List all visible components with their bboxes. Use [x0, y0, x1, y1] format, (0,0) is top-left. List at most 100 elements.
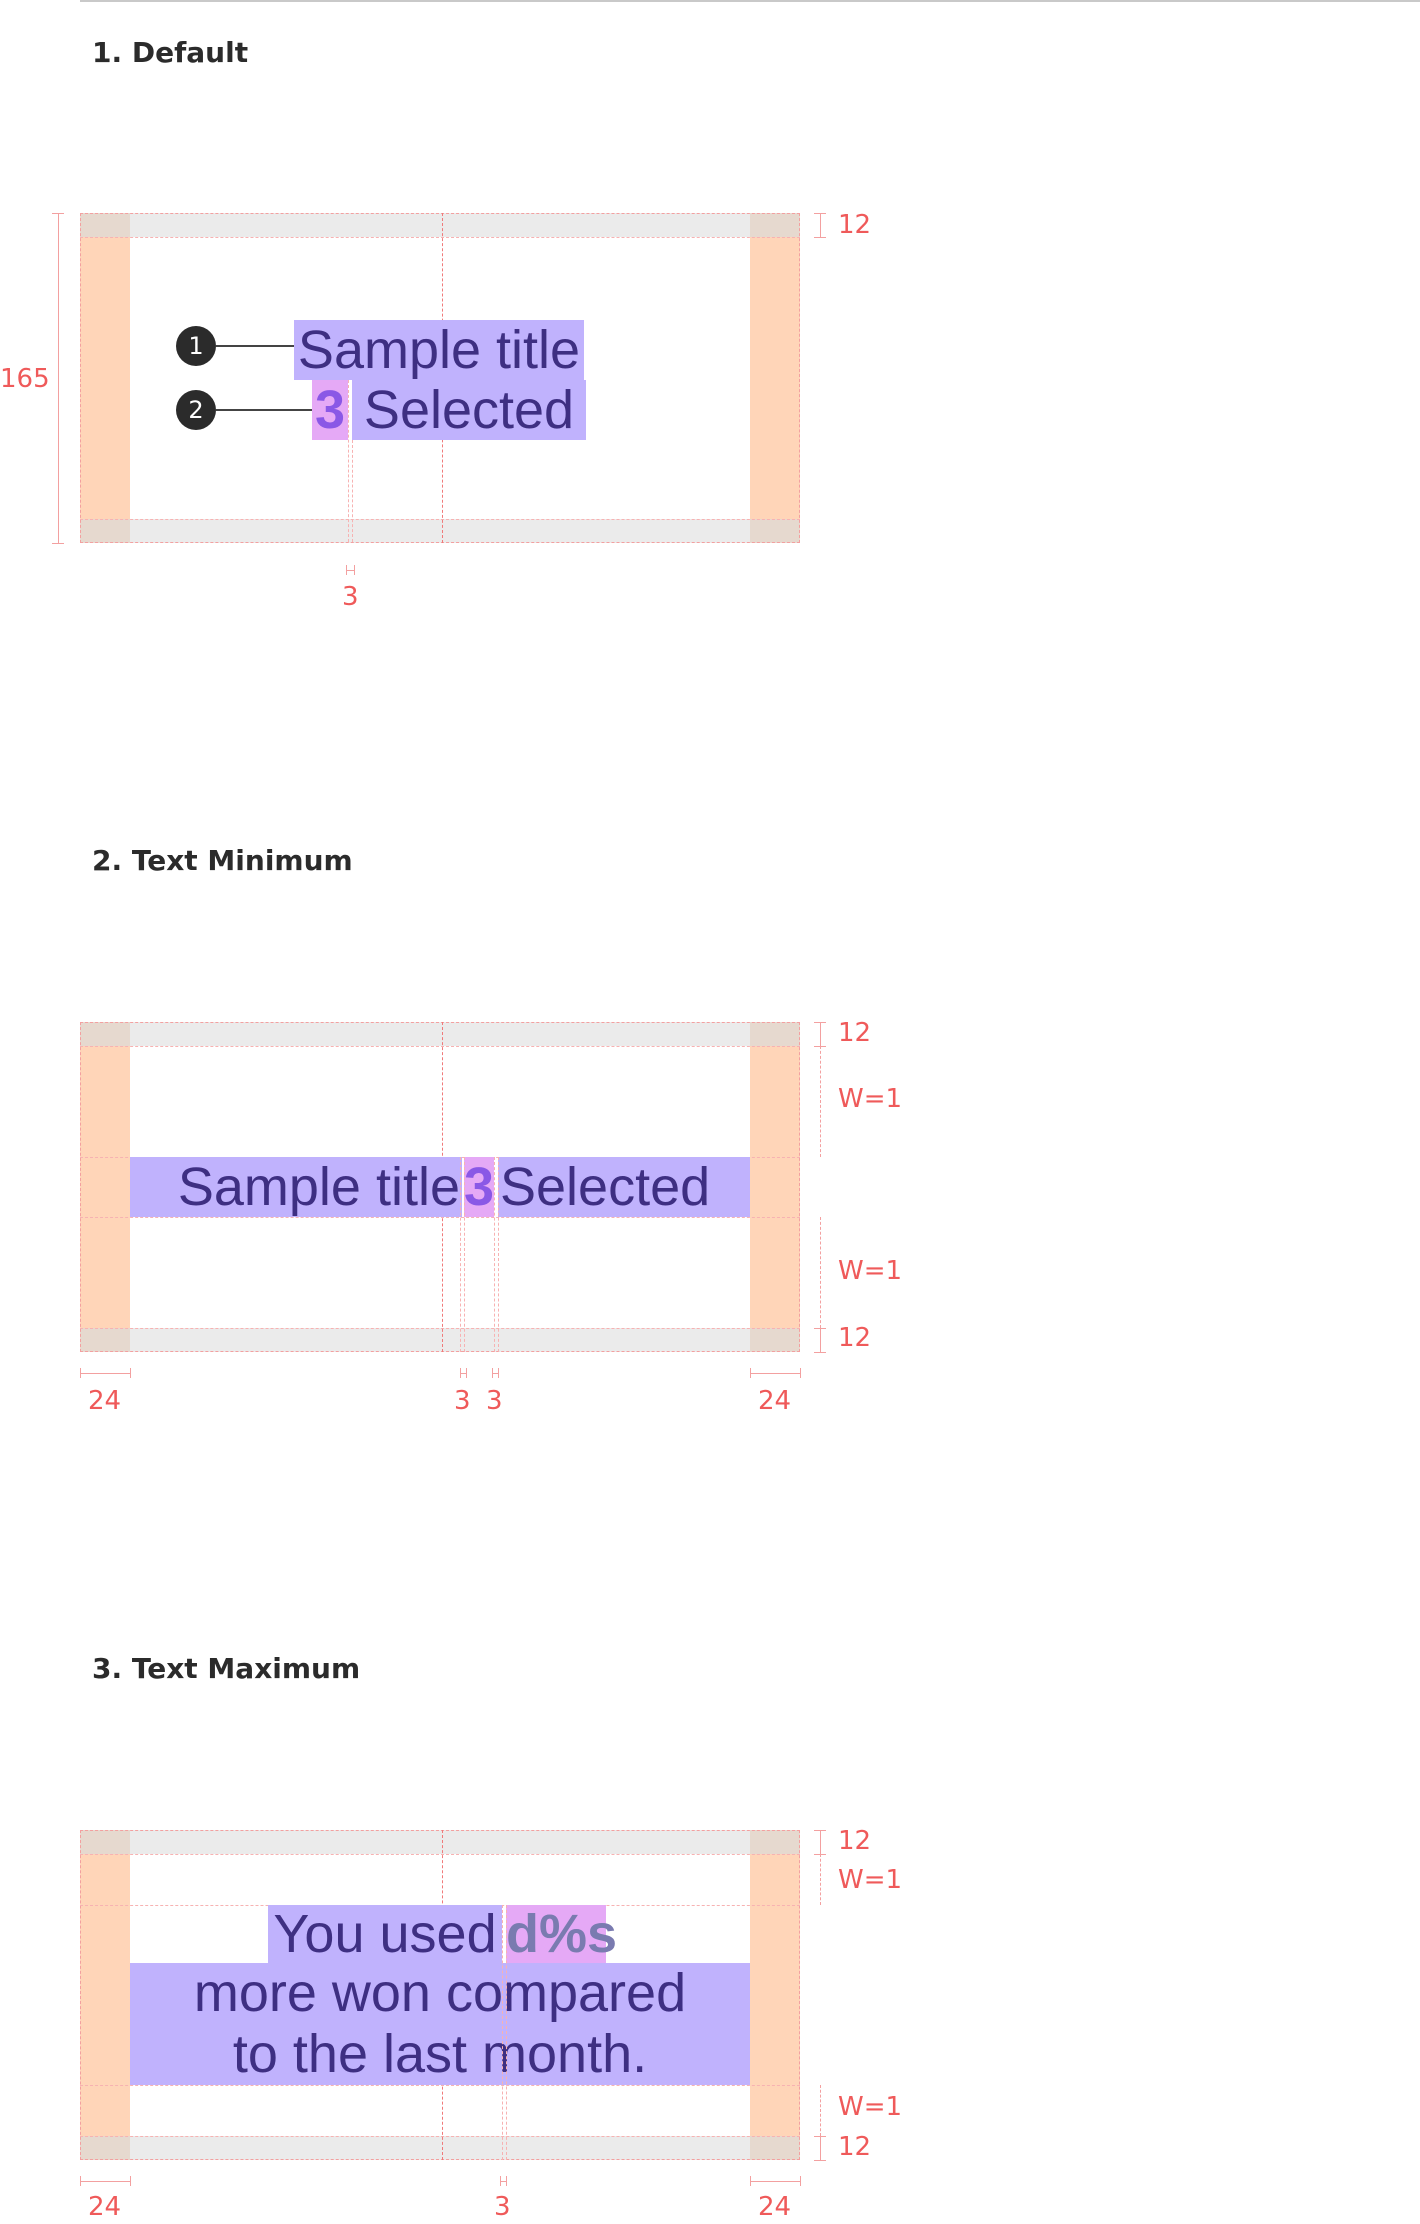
dimension-tick [346, 565, 347, 575]
dimension-tick [130, 1368, 131, 1378]
left-padding-measure: 24 [88, 1386, 122, 1416]
gap-guide [460, 1157, 461, 1352]
right-padding [750, 213, 800, 543]
section-heading-text-maximum: 3. Text Maximum [92, 1652, 361, 1685]
dimension-line [80, 1373, 130, 1374]
gap-guide [498, 1157, 499, 1352]
callout-badge-1: 1 [176, 326, 216, 366]
dimension-line [820, 1217, 821, 1328]
bottom-padding [80, 519, 800, 543]
height-measure: 165 [0, 364, 50, 394]
dimension-line [750, 2181, 800, 2182]
callout-leader [216, 345, 294, 347]
bottom-padding [80, 2136, 800, 2160]
left-padding-measure: 24 [88, 2192, 122, 2222]
callout-badge-2: 2 [176, 390, 216, 430]
text-line-1: You used [268, 1905, 502, 1963]
dimension-tick [814, 2160, 826, 2161]
gap-measure: 3 [342, 582, 359, 612]
guide-line [80, 237, 800, 238]
section-heading-default: 1. Default [92, 36, 249, 69]
top-divider [80, 0, 1420, 2]
text-line-3: to the last month. [130, 2023, 750, 2085]
dimension-tick [460, 1368, 461, 1378]
corner [750, 213, 800, 237]
selected-label: Selected [352, 380, 586, 440]
text-line-2: more won compared [130, 1963, 750, 2023]
dimension-tick [354, 565, 355, 575]
corner [750, 519, 800, 543]
selected-count: 3 [312, 380, 348, 440]
dimension-tick [130, 2176, 131, 2186]
left-padding [80, 1022, 130, 1352]
variable-value: d%s [506, 1904, 618, 1964]
bottom-padding-measure: 12 [838, 1323, 872, 1353]
gap-guide [502, 1905, 503, 2160]
frame-outline [80, 213, 800, 543]
dimension-tick [80, 2176, 81, 2186]
gap-guide [352, 440, 353, 542]
dimension-line [820, 1830, 821, 1854]
guide-line [80, 1217, 800, 1218]
top-padding [80, 1022, 800, 1046]
gap-guide [464, 1157, 465, 1352]
top-padding-measure: 12 [838, 1018, 872, 1048]
flex-top-measure: W=1 [838, 1865, 903, 1895]
guide-line [80, 2085, 800, 2086]
dimension-line [820, 1022, 821, 1046]
dimension-tick [52, 213, 64, 214]
dimension-tick [814, 1830, 826, 1831]
corner [80, 1328, 130, 1352]
dimension-tick [52, 543, 64, 544]
dimension-tick [814, 213, 826, 214]
gap-guide [506, 1905, 507, 2160]
gap-guide [494, 1157, 495, 1352]
corner [80, 213, 130, 237]
selected-count: 3 [464, 1157, 495, 1217]
dimension-tick [814, 1352, 826, 1353]
dimension-tick [800, 2176, 801, 2186]
corner [750, 1328, 800, 1352]
dimension-tick [800, 1368, 801, 1378]
dimension-tick [814, 1022, 826, 1023]
gap-measure-1: 3 [454, 1386, 471, 1416]
dimension-line [820, 213, 821, 237]
callout-leader [216, 409, 312, 411]
corner [750, 1830, 800, 1854]
flex-bottom-measure: W=1 [838, 1256, 903, 1286]
dimension-line [820, 2136, 821, 2160]
right-padding [750, 1022, 800, 1352]
flex-bottom-measure: W=1 [838, 2092, 903, 2122]
section-heading-text-minimum: 2. Text Minimum [92, 844, 353, 877]
guide-line [80, 519, 800, 520]
dimension-line [820, 1046, 821, 1157]
dimension-line [492, 1373, 498, 1374]
guide-line [80, 2136, 800, 2137]
text-row-background [130, 1157, 462, 1217]
text-minimum-spec-frame [80, 1022, 800, 1352]
corner [80, 2136, 130, 2160]
bottom-padding-measure: 12 [838, 2132, 872, 2162]
frame-outline [80, 1022, 800, 1352]
corner [80, 1830, 130, 1854]
title-text: Sample title [177, 1157, 460, 1217]
dimension-line [460, 1373, 466, 1374]
dimension-line [346, 570, 354, 571]
right-padding-measure: 24 [758, 1386, 792, 1416]
title-text: Sample title [294, 320, 584, 380]
default-spec-frame [80, 213, 800, 543]
top-padding-measure: 12 [838, 1826, 872, 1856]
left-padding [80, 213, 130, 543]
gap-measure: 3 [494, 2192, 511, 2222]
dimension-line [80, 2181, 130, 2182]
dimension-tick [750, 2176, 751, 2186]
height-dimension-line [58, 213, 59, 543]
dimension-line [820, 2085, 821, 2136]
dimension-tick [500, 2176, 501, 2186]
dimension-tick [814, 237, 826, 238]
dimension-line [500, 2181, 506, 2182]
left-padding [80, 1830, 130, 2160]
guide-line [80, 1854, 800, 1855]
corner [80, 519, 130, 543]
corner [80, 1022, 130, 1046]
